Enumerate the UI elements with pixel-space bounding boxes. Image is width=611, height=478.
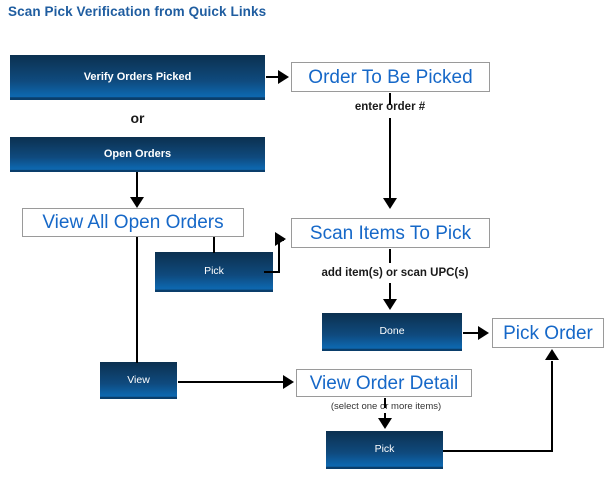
done-button[interactable]: Done	[322, 313, 462, 351]
order-to-be-picked-screen[interactable]: Order To Be Picked	[291, 62, 490, 92]
connector-open-orders-to-view-all	[136, 172, 138, 202]
arrowhead-verify-to-order	[278, 70, 289, 84]
pick-order-screen[interactable]: Pick Order	[492, 318, 604, 348]
connector-detail-to-pick-lower	[384, 413, 386, 421]
connector-scan-to-done-lower	[389, 283, 391, 302]
connector-pick-middle-up	[278, 240, 280, 273]
add-items-or-scan-upc-label: add item(s) or scan UPC(s)	[321, 267, 469, 279]
page-title: Scan Pick Verification from Quick Links	[8, 4, 267, 19]
connector-done-to-pick-order	[463, 332, 483, 334]
connector-verify-to-order	[266, 76, 282, 78]
arrowhead-pick-middle-to-scan	[275, 232, 286, 246]
arrowhead-open-orders-to-view-all	[130, 197, 144, 208]
view-all-open-orders-screen[interactable]: View All Open Orders	[22, 208, 244, 237]
connector-pick-bottom-up	[551, 361, 553, 452]
arrowhead-scan-to-done	[383, 299, 397, 310]
connector-scan-to-done-upper	[389, 249, 391, 263]
arrowhead-view-to-view-order-detail	[283, 375, 294, 389]
connector-view-to-view-order-detail	[178, 381, 286, 383]
connector-order-to-scan-upper	[389, 93, 391, 105]
connector-pick-bottom-right	[443, 450, 553, 452]
enter-order-number-label: enter order #	[354, 101, 426, 113]
arrowhead-order-to-scan	[383, 198, 397, 209]
scan-items-to-pick-screen[interactable]: Scan Items To Pick	[291, 218, 490, 248]
connector-order-to-scan-lower	[389, 118, 391, 202]
connector-pick-middle-right	[264, 271, 280, 273]
pick-middle-button[interactable]: Pick	[155, 252, 273, 292]
verify-orders-picked-button[interactable]: Verify Orders Picked	[10, 55, 265, 100]
connector-view-all-to-view	[136, 237, 138, 363]
connector-view-all-to-pick-middle	[213, 237, 215, 253]
arrowhead-detail-to-pick-bottom	[378, 418, 392, 429]
view-order-detail-screen[interactable]: View Order Detail	[296, 369, 472, 397]
connector-detail-to-pick-upper	[384, 398, 386, 408]
select-one-or-more-items-label: (select one or more items)	[330, 401, 442, 412]
view-button[interactable]: View	[100, 362, 177, 399]
pick-bottom-button[interactable]: Pick	[326, 431, 443, 469]
arrowhead-done-to-pick-order	[478, 326, 489, 340]
arrowhead-pick-bottom-to-pick-order	[545, 349, 559, 360]
or-separator-label: or	[130, 110, 145, 126]
open-orders-button[interactable]: Open Orders	[10, 137, 265, 172]
